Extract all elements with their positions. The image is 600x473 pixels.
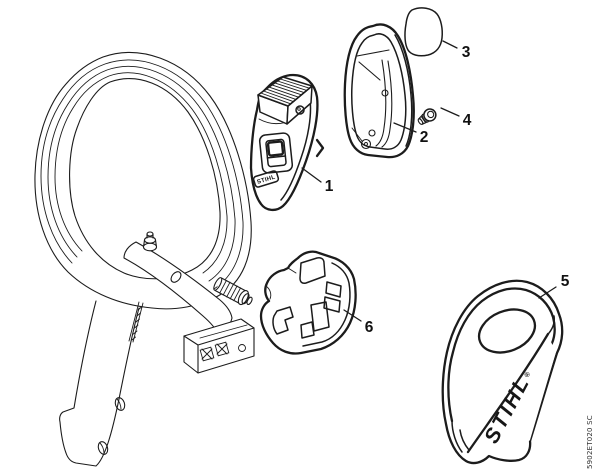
part-label-1: 1	[325, 178, 334, 195]
part-label-2: 2	[420, 129, 429, 146]
part-1-switch-module: STIHL	[249, 73, 325, 212]
part-1-ribbed-block	[257, 76, 313, 125]
part-label-6: 6	[365, 319, 374, 336]
handle-lower-arm	[59, 300, 144, 467]
handle-clamp-block	[183, 318, 255, 374]
callout-leader-lines	[301, 40, 557, 322]
part-4-screw	[417, 108, 437, 125]
handle-clamp-screw	[213, 277, 253, 306]
callout-numbers: 1 2 3 4 5 6	[325, 44, 570, 336]
part-label-4: 4	[463, 112, 472, 129]
handle-loop-illustration	[34, 51, 255, 467]
part-6-clamp-bracket	[259, 250, 357, 355]
part-2-housing-shell	[343, 23, 415, 159]
part-1-stihl-badge: STIHL	[252, 170, 280, 188]
part-5-carrying-pouch: STIHL ®	[441, 279, 564, 465]
boom-stud	[142, 231, 158, 252]
pouch-registered-mark: ®	[523, 370, 533, 379]
diagram-code: 5902ET020 SC	[586, 415, 594, 469]
part-3-pad	[404, 7, 443, 57]
part-label-5: 5	[561, 273, 570, 290]
part-1-rocker-switch	[258, 132, 294, 174]
part-1-badge-text: STIHL	[256, 175, 276, 186]
part-label-3: 3	[462, 44, 471, 61]
